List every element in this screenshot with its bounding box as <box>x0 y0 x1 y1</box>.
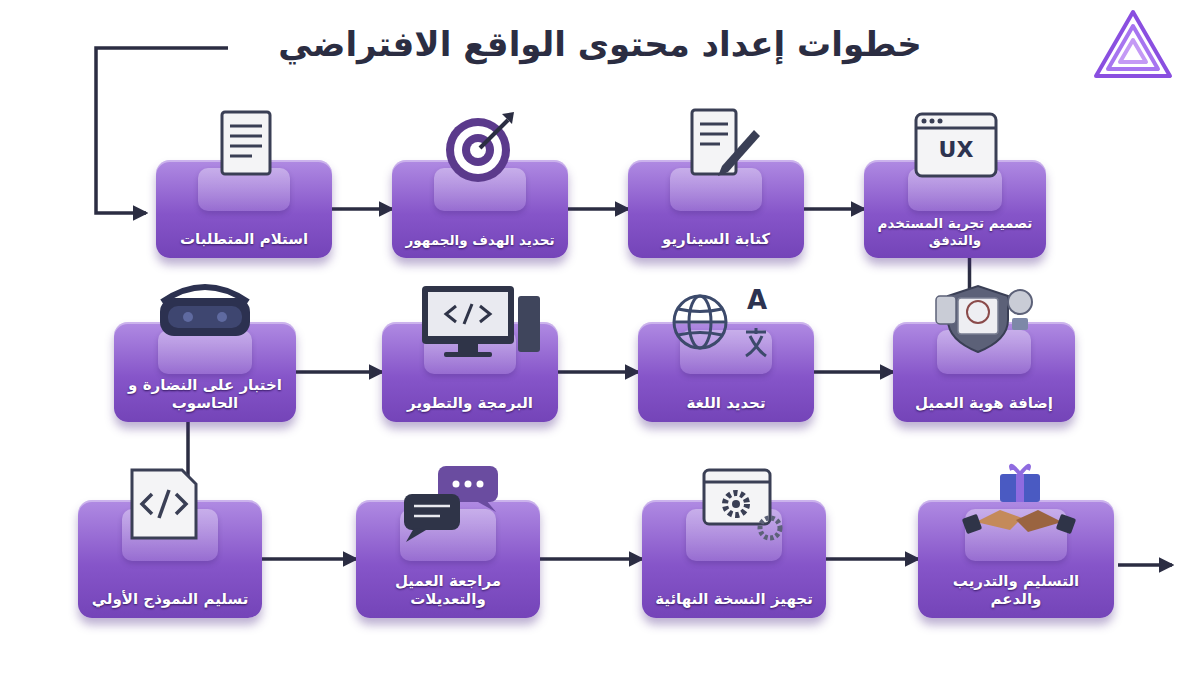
flow-arrow <box>804 207 864 211</box>
step-label: تحديد الهدف والجمهور <box>406 232 555 249</box>
flow-arrow <box>332 207 392 211</box>
step-label: تجهيز النسخة النهائية <box>655 590 813 609</box>
flow-arrow <box>826 557 918 561</box>
script-icon <box>692 110 760 176</box>
step-label: تحديد اللغة <box>686 394 765 413</box>
flow-arrow <box>814 370 893 374</box>
step-label: التسليم والتدريب والدعم <box>926 572 1106 610</box>
process-step: اختبار على النضارة و الحاسوب <box>114 322 296 422</box>
process-step: تصميم تجربة المستخدم والتدفق <box>864 160 1046 258</box>
icon-glyph: A <box>747 287 767 313</box>
process-step: تحديد الهدف والجمهور <box>392 160 568 258</box>
flow-arrow <box>540 557 642 561</box>
icon-glyph: UX <box>939 139 974 161</box>
final-build-icon <box>704 470 780 538</box>
flow-arrow <box>262 557 356 561</box>
logo <box>1096 12 1170 76</box>
step-label: كتابة السيناريو <box>662 230 770 249</box>
client-identity-icon <box>936 286 1032 352</box>
step-label: استلام المتطلبات <box>180 230 308 249</box>
vr-headset-icon <box>160 287 250 336</box>
tile-top <box>680 330 772 374</box>
process-step: تسليم النموذج الأولي <box>78 500 262 618</box>
process-step: التسليم والتدريب والدعم <box>918 500 1114 618</box>
flow-arrow <box>558 370 638 374</box>
handshake-gift-icon <box>962 466 1077 534</box>
exit-arrow <box>1118 563 1172 567</box>
process-step: مراجعة العميل والتعديلات <box>356 500 540 618</box>
step-label: إضافة هوية العميل <box>915 394 1053 413</box>
process-step: استلام المتطلبات <box>156 160 332 258</box>
step-label: اختبار على النضارة و الحاسوب <box>122 376 288 414</box>
flow-arrow <box>296 370 382 374</box>
process-step: تجهيز النسخة النهائية <box>642 500 826 618</box>
process-step: تحديد اللغة <box>638 322 814 422</box>
diagram-title: خطوات إعداد محتوى الواقع الافتراضي <box>240 22 960 66</box>
flow-arrow <box>568 207 628 211</box>
ux-window-icon <box>916 114 996 176</box>
step-label: تصميم تجربة المستخدم والتدفق <box>872 215 1038 249</box>
process-step: إضافة هوية العميل <box>893 322 1075 422</box>
step-label: تسليم النموذج الأولي <box>92 590 249 609</box>
computer-icon <box>422 286 540 357</box>
step-label: مراجعة العميل والتعديلات <box>364 572 532 610</box>
target-icon <box>446 112 514 182</box>
tile-top <box>158 330 253 374</box>
code-file-icon <box>132 470 196 538</box>
process-step: كتابة السيناريو <box>628 160 804 258</box>
process-step: البرمجة والتطوير <box>382 322 558 422</box>
document-icon <box>222 112 270 174</box>
step-label: البرمجة والتطوير <box>407 394 533 413</box>
review-chat-icon <box>404 466 498 542</box>
